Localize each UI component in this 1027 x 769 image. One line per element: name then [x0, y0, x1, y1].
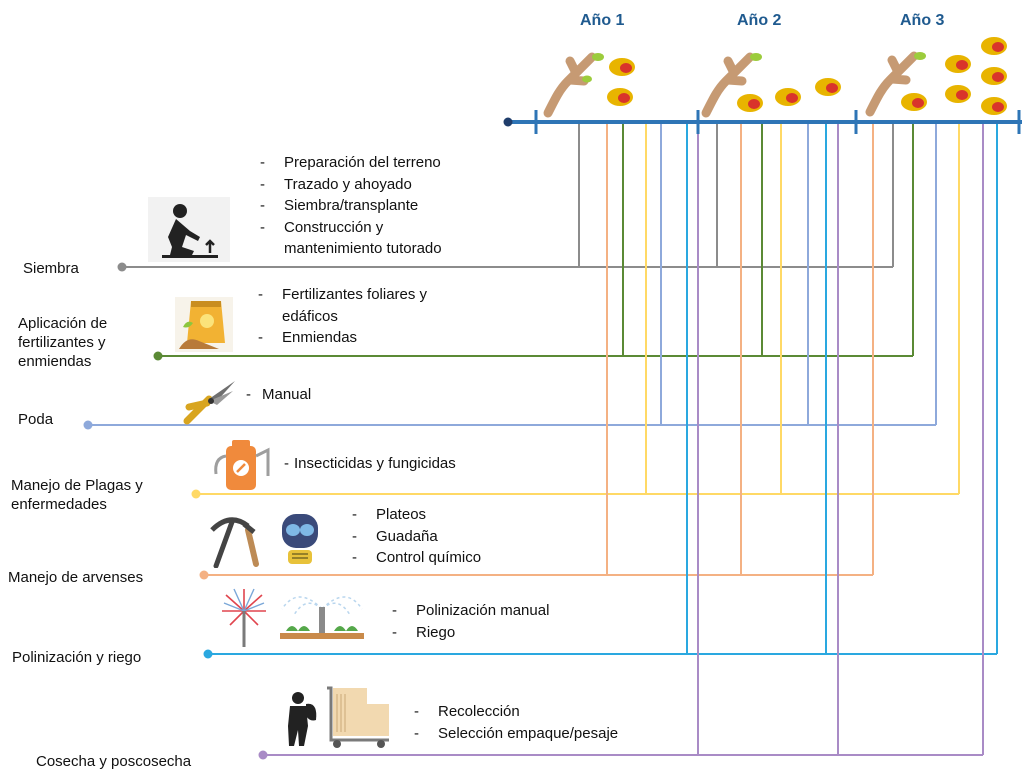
description-list-arvenses: Plateos Guadaña Control químico: [350, 504, 481, 569]
list-item: Control químico: [350, 547, 481, 569]
sprinkler-irrigation-icon: [280, 596, 364, 639]
year-3-label: Año 3: [900, 12, 945, 29]
pitahaya-fruit-icon: [981, 67, 1007, 85]
list-item: Insecticidas y fungicidas: [282, 453, 456, 475]
plant-fruit-cluster-year-3: [865, 37, 1007, 117]
list-item: Polinización manual: [390, 600, 549, 622]
connector-dot-polinizacion: [203, 649, 213, 659]
harvester-person-icon: [288, 692, 317, 746]
branch-icon: [701, 52, 762, 118]
pitahaya-fruit-icon: [981, 97, 1007, 115]
description-list-fertilizantes: Fertilizantes foliares y edáficos Enmien…: [256, 284, 427, 349]
list-item: mantenimiento tutorado: [284, 240, 442, 257]
pitahaya-fruit-icon: [737, 94, 763, 112]
activity-label-siembra: Siembra: [23, 260, 79, 277]
activity-label-arvenses: Manejo de arvenses: [8, 569, 144, 586]
list-item: Enmiendas: [256, 327, 427, 349]
boxes-handcart-icon: [327, 686, 389, 748]
connector-dot-siembra: [117, 262, 127, 272]
pitahaya-fruit-icon: [945, 85, 971, 103]
pickaxe-icon: [210, 517, 259, 568]
list-item: Recolección: [412, 701, 618, 723]
list-item: Preparación del terreno: [258, 152, 442, 174]
activity-label-plagas: Manejo de Plagas y enfermedades: [11, 477, 143, 513]
list-item: Plateos: [350, 504, 481, 526]
pitahaya-fruit-icon: [981, 37, 1007, 55]
list-item: Trazado y ahoyado: [258, 174, 442, 196]
list-item: Riego: [390, 622, 549, 644]
list-item: Construcción y: [258, 217, 442, 239]
year-2-label: Año 2: [737, 12, 782, 29]
list-item: Guadaña: [350, 526, 481, 548]
plant-fruit-cluster-year-1: [543, 52, 635, 118]
connector-dot-arvenses: [199, 570, 209, 580]
list-item: Fertilizantes foliares y: [256, 284, 427, 306]
pitahaya-fruit-icon: [815, 78, 841, 96]
connector-dot-fertilizantes: [153, 351, 163, 361]
branch-icon: [865, 51, 926, 117]
list-item: Siembra/transplante: [258, 195, 442, 217]
backpack-sprayer-icon: [214, 440, 270, 490]
description-list-plagas: Insecticidas y fungicidas: [282, 453, 456, 475]
plant-fruit-cluster-year-2: [701, 52, 841, 118]
pollination-icon: [222, 588, 266, 647]
activity-label-poda: Poda: [18, 411, 54, 428]
activity-label-fertilizantes: Aplicación de fertilizantes y enmiendas: [18, 315, 108, 370]
connector-dot-plagas: [191, 489, 201, 499]
description-list-poda: Manual: [244, 384, 311, 406]
planting-person-icon: [148, 197, 230, 262]
timeline-start-dot: [503, 117, 513, 127]
pitahaya-fruit-icon: [775, 88, 801, 106]
fertilizer-bag-icon: [175, 297, 233, 352]
pitahaya-fruit-icon: [609, 58, 635, 76]
pitahaya-fruit-icon: [945, 55, 971, 73]
description-list-siembra: Preparación del terreno Trazado y ahoyad…: [258, 152, 442, 260]
activity-label-cosecha: Cosecha y poscosecha: [36, 753, 192, 769]
activity-label-polinizacion: Polinización y riego: [12, 649, 142, 666]
description-list-cosecha: Recolección Selección empaque/pesaje: [412, 701, 618, 744]
list-item: Manual: [244, 384, 311, 406]
year-1-label: Año 1: [580, 12, 625, 29]
gas-mask-icon: [282, 514, 318, 564]
pitahaya-fruit-icon: [607, 88, 633, 106]
pitahaya-fruit-icon: [901, 93, 927, 111]
list-item: Selección empaque/pesaje: [412, 723, 618, 745]
connector-dot-cosecha: [258, 750, 268, 760]
connector-dot-poda: [83, 420, 93, 430]
branch-icon: [543, 52, 604, 118]
list-item: edáficos: [282, 307, 338, 325]
description-list-polinizacion: Polinización manual Riego: [390, 600, 549, 643]
pruning-shears-icon: [183, 381, 235, 425]
